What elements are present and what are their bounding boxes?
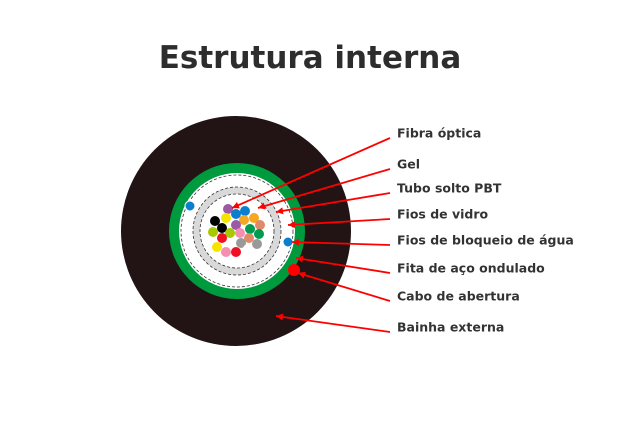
fiber — [236, 238, 246, 248]
fiber — [208, 227, 218, 237]
component-label: Fios de vidro — [397, 206, 489, 222]
arrowhead-icon — [288, 221, 296, 229]
fiber — [231, 209, 241, 219]
leader-line — [275, 315, 391, 333]
fiber — [231, 247, 241, 257]
ripcord — [288, 264, 300, 276]
arrowhead-icon — [276, 207, 284, 215]
fiber — [223, 204, 233, 214]
fiber — [235, 228, 245, 238]
fiber — [252, 239, 262, 249]
fiber — [231, 220, 241, 230]
component-label: Cabo de abertura — [397, 288, 520, 304]
fiber — [217, 233, 227, 243]
component-label: Tubo solto PBT — [397, 180, 502, 196]
fiber — [255, 220, 265, 230]
component-label: Gel — [397, 156, 421, 172]
component-label: Fibra óptica — [397, 125, 482, 141]
leader-line — [295, 257, 391, 274]
leader-line — [297, 272, 391, 302]
fiber — [240, 206, 250, 216]
leader-line — [231, 137, 391, 209]
fiber — [221, 247, 231, 257]
arrowhead-icon — [298, 271, 306, 279]
dashed-ring — [180, 174, 294, 288]
fiber — [225, 228, 235, 238]
fiber — [221, 213, 231, 223]
component-label: Fios de bloqueio de água — [397, 232, 574, 248]
arrowhead-icon — [232, 201, 240, 209]
arrowhead-icon — [258, 202, 266, 210]
fiber — [249, 213, 259, 223]
fiber — [212, 242, 222, 252]
fiber — [243, 244, 253, 254]
arrowhead-icon — [292, 238, 300, 246]
arrowhead-icon — [276, 313, 284, 321]
fiber — [217, 223, 227, 233]
water-blocking-yarn — [184, 200, 196, 212]
fiber — [244, 233, 254, 243]
leader-line — [291, 241, 391, 246]
leader-line — [287, 218, 391, 226]
fiber — [245, 224, 255, 234]
arrowhead-icon — [296, 255, 304, 263]
fiber — [254, 229, 264, 239]
component-label: Fita de aço ondulado — [397, 260, 545, 276]
page-title: Estrutura interna — [158, 40, 462, 76]
leader-line — [275, 192, 391, 213]
fiber — [210, 216, 220, 226]
component-label: Bainha externa — [397, 319, 505, 335]
fiber — [239, 215, 249, 225]
water-blocking-yarn — [282, 236, 294, 248]
leader-line — [257, 168, 391, 209]
